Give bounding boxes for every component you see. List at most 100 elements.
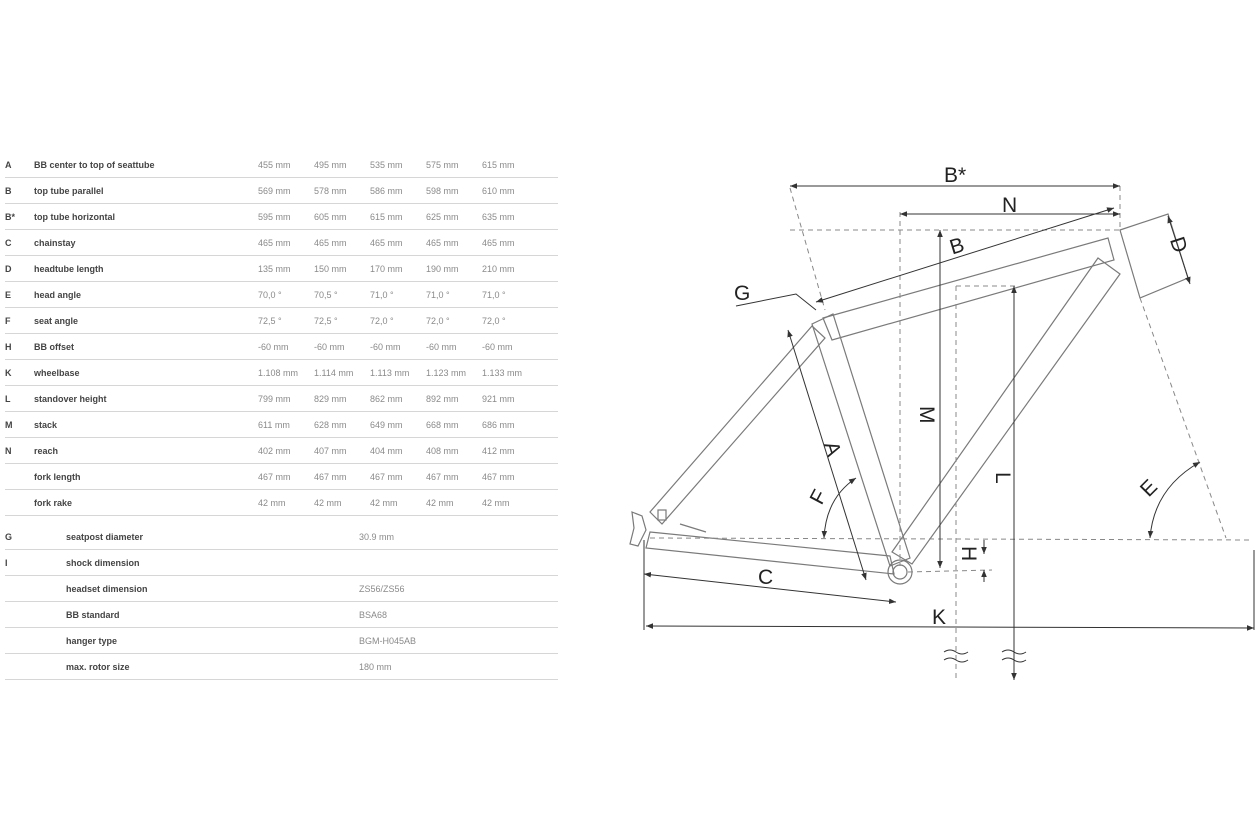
label-c: C <box>758 566 773 589</box>
label-d: D <box>1165 234 1192 256</box>
label-m: M <box>915 406 938 424</box>
geometry-value: 465 mm <box>426 229 482 256</box>
geometry-value: 635 mm <box>482 203 538 230</box>
spec-label: BB standard <box>66 601 359 628</box>
geometry-code <box>5 463 34 490</box>
geometry-value: 190 mm <box>426 255 482 282</box>
geometry-value: 465 mm <box>258 229 314 256</box>
geometry-value: 829 mm <box>314 385 370 412</box>
label-e: E <box>1136 475 1162 501</box>
geometry-value: -60 mm <box>482 333 538 360</box>
label-a: A <box>819 439 845 459</box>
geometry-value: 605 mm <box>314 203 370 230</box>
geometry-value: 407 mm <box>314 437 370 464</box>
geometry-value: 72,0 ° <box>426 307 482 334</box>
geometry-label: top tube parallel <box>34 177 258 204</box>
dim-d <box>1167 215 1191 285</box>
dimension-lines <box>643 183 1255 680</box>
geometry-value: 1.114 mm <box>314 359 370 386</box>
geometry-value: 150 mm <box>314 255 370 282</box>
label-f: F <box>806 486 832 508</box>
label-n: N <box>1002 194 1017 217</box>
geometry-code <box>5 489 34 516</box>
geometry-value: -60 mm <box>370 333 426 360</box>
geometry-code: D <box>5 255 34 282</box>
geometry-value: -60 mm <box>426 333 482 360</box>
label-b-star: B* <box>944 164 966 187</box>
geometry-value: 72,5 ° <box>314 307 370 334</box>
geometry-value: 610 mm <box>482 177 538 204</box>
geometry-code: H <box>5 333 34 360</box>
dim-a <box>787 329 867 581</box>
geometry-value: 135 mm <box>258 255 314 282</box>
spec-code <box>5 627 66 654</box>
geometry-code: F <box>5 307 34 334</box>
geometry-value: 71,0 ° <box>370 281 426 308</box>
spec-value: ZS56/ZS56 <box>359 575 558 602</box>
seat-stay <box>649 325 826 525</box>
geometry-code: A <box>5 152 34 178</box>
geometry-value: 892 mm <box>426 385 482 412</box>
geometry-label: BB center to top of seattube <box>34 152 258 178</box>
geometry-value: 170 mm <box>370 255 426 282</box>
geometry-label: chainstay <box>34 229 258 256</box>
geometry-value: 465 mm <box>314 229 370 256</box>
geometry-value: 412 mm <box>482 437 538 464</box>
spec-label: seatpost diameter <box>66 524 359 550</box>
geometry-code: M <box>5 411 34 438</box>
geometry-label: standover height <box>34 385 258 412</box>
geometry-code: L <box>5 385 34 412</box>
geometry-value: 578 mm <box>314 177 370 204</box>
rear-dropout <box>629 511 647 547</box>
geometry-value: 628 mm <box>314 411 370 438</box>
spec-code: I <box>5 549 66 576</box>
geometry-code: E <box>5 281 34 308</box>
geometry-value: 71,0 ° <box>482 281 538 308</box>
geometry-value: 72,5 ° <box>258 307 314 334</box>
geometry-code: B <box>5 177 34 204</box>
geometry-code: B* <box>5 203 34 230</box>
spec-code: G <box>5 524 66 550</box>
geometry-label: headtube length <box>34 255 258 282</box>
dim-g-leader <box>735 293 817 311</box>
geometry-label: head angle <box>34 281 258 308</box>
spec-label: shock dimension <box>66 549 359 576</box>
geometry-code: N <box>5 437 34 464</box>
geometry-value: 467 mm <box>370 463 426 490</box>
geometry-value: -60 mm <box>258 333 314 360</box>
geometry-value: -60 mm <box>314 333 370 360</box>
geometry-value: 467 mm <box>482 463 538 490</box>
geometry-value: 42 mm <box>258 489 314 516</box>
label-l: L <box>991 472 1014 484</box>
geometry-value: 799 mm <box>258 385 314 412</box>
geometry-value: 586 mm <box>370 177 426 204</box>
geometry-value: 1.113 mm <box>370 359 426 386</box>
geometry-value: 72,0 ° <box>482 307 538 334</box>
geometry-value: 625 mm <box>426 203 482 230</box>
geometry-label: wheelbase <box>34 359 258 386</box>
geometry-label: BB offset <box>34 333 258 360</box>
spec-value: BSA68 <box>359 601 558 628</box>
geometry-value: 611 mm <box>258 411 314 438</box>
break-marks <box>943 649 1027 663</box>
dim-f-arc <box>821 477 857 539</box>
geometry-value: 467 mm <box>314 463 370 490</box>
spec-value <box>359 549 558 576</box>
geometry-value: 862 mm <box>370 385 426 412</box>
